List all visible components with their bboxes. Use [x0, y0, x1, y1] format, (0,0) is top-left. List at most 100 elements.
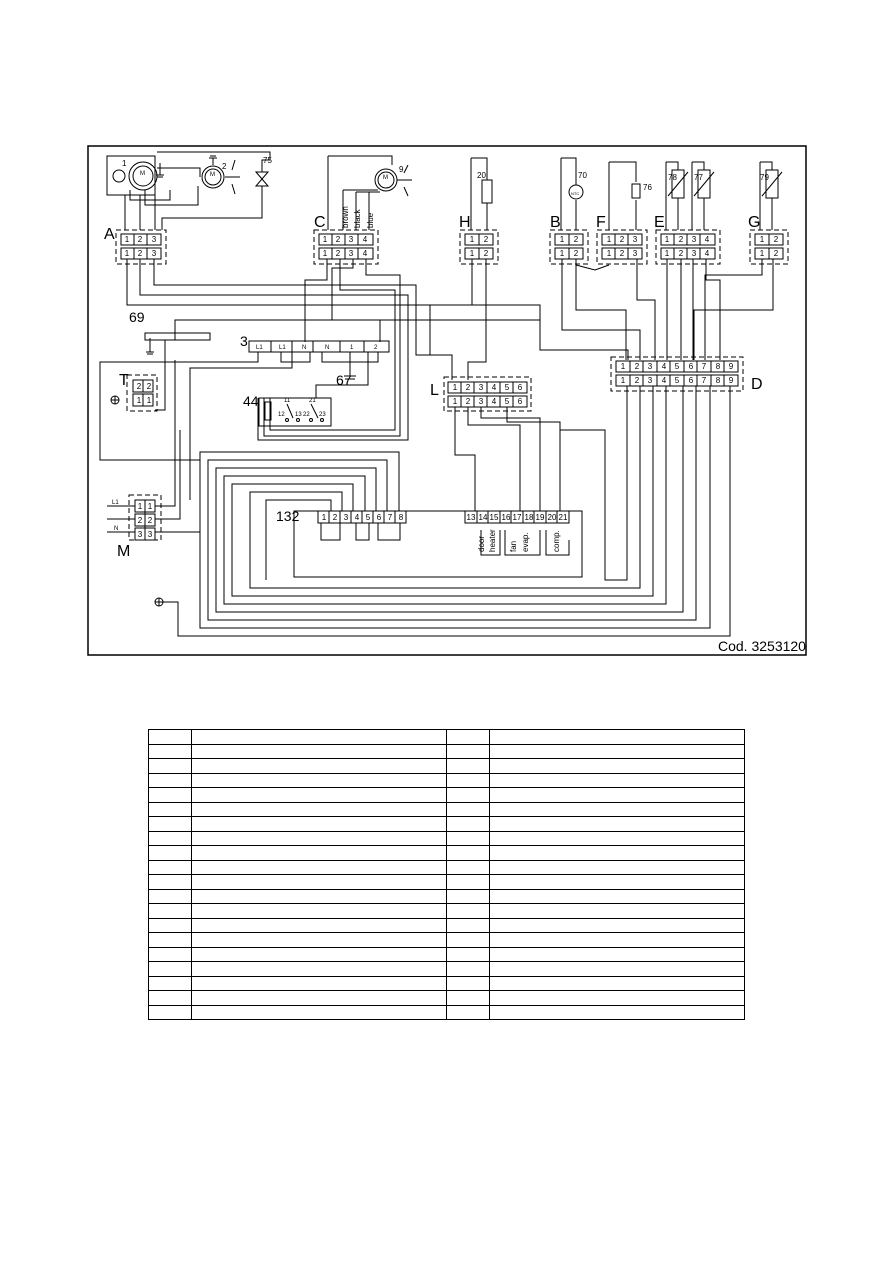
legend-cell — [148, 845, 192, 861]
legend-cell — [489, 743, 745, 759]
sensor-79-symbol — [765, 169, 779, 199]
svg-text:3: 3 — [349, 249, 354, 258]
component-78: 78 — [668, 173, 677, 182]
svg-text:7: 7 — [702, 376, 707, 385]
legend-cell — [489, 830, 745, 846]
legend-cell — [446, 917, 490, 933]
svg-text:4: 4 — [705, 235, 710, 244]
svg-text:1: 1 — [560, 235, 565, 244]
svg-text:4: 4 — [662, 362, 667, 371]
svg-text:2: 2 — [635, 362, 640, 371]
legend-cell — [489, 932, 745, 948]
legend-cell — [489, 961, 745, 977]
connector-label-B: B — [550, 214, 561, 231]
relay-44 — [258, 397, 332, 427]
ground-bar-69 — [144, 332, 211, 341]
legend-cell — [191, 903, 447, 919]
component-77: 77 — [694, 173, 703, 182]
legend-cell — [148, 729, 192, 745]
svg-text:1: 1 — [760, 235, 765, 244]
legend-cell — [489, 845, 745, 861]
component-69: 69 — [129, 309, 145, 325]
legend-row — [148, 743, 745, 759]
board-function-heater: heater — [488, 529, 497, 552]
svg-text:2: 2 — [138, 249, 143, 258]
valve-75-symbol — [254, 171, 270, 187]
controller-board-132 — [293, 510, 583, 578]
svg-text:2: 2 — [484, 249, 489, 258]
legend-cell — [489, 729, 745, 745]
legend-cell — [446, 1004, 490, 1020]
svg-text:3: 3 — [152, 249, 157, 258]
motor-1-symbol — [128, 161, 158, 191]
legend-row — [148, 801, 745, 817]
legend-row — [148, 859, 745, 875]
legend-cell — [191, 932, 447, 948]
legend-cell — [191, 888, 447, 904]
svg-text:3: 3 — [633, 249, 638, 258]
board-function-fan: fan — [509, 541, 518, 552]
legend-row — [148, 990, 745, 1006]
connector-label-A: A — [104, 226, 115, 243]
svg-text:16: 16 — [502, 513, 511, 522]
connector-label-T: T — [119, 372, 129, 389]
connector-label-G: G — [748, 214, 760, 231]
svg-text:2: 2 — [148, 516, 153, 525]
legend-cell — [191, 758, 447, 774]
board-function-comp: comp. — [552, 530, 561, 552]
switch-76-symbol — [631, 183, 641, 199]
relay-label: 23 — [319, 412, 326, 418]
legend-cell — [148, 816, 192, 832]
svg-text:2: 2 — [336, 249, 341, 258]
svg-text:2: 2 — [466, 383, 471, 392]
legend-cell — [446, 816, 490, 832]
legend-cell — [489, 990, 745, 1006]
svg-text:1: 1 — [607, 249, 612, 258]
svg-text:2: 2 — [679, 235, 684, 244]
legend-cell — [489, 917, 745, 933]
legend-cell — [446, 758, 490, 774]
legend-cell — [148, 946, 192, 962]
heater-20-symbol — [481, 179, 493, 204]
component-9: 9 — [399, 165, 404, 174]
terminal-3-label: N — [325, 345, 329, 351]
svg-text:1: 1 — [607, 235, 612, 244]
svg-text:8: 8 — [716, 362, 721, 371]
connector-label-C: C — [314, 214, 326, 231]
legend-cell — [148, 917, 192, 933]
svg-text:2: 2 — [774, 235, 779, 244]
legend-cell — [148, 801, 192, 817]
legend-cell — [446, 830, 490, 846]
legend-row — [148, 932, 745, 948]
legend-row — [148, 772, 745, 788]
svg-text:8: 8 — [716, 376, 721, 385]
legend-cell — [191, 859, 447, 875]
motor-2-label: M — [210, 172, 215, 178]
board-function-evap: evap. — [521, 532, 530, 552]
motor-2-symbol — [201, 165, 225, 189]
component-3: 3 — [240, 333, 248, 349]
svg-text:5: 5 — [675, 362, 680, 371]
legend-row — [148, 845, 745, 861]
svg-text:6: 6 — [689, 376, 694, 385]
component-70: 70 — [578, 171, 587, 180]
svg-text:2: 2 — [679, 249, 684, 258]
legend-cell — [148, 975, 192, 991]
svg-text:1: 1 — [665, 235, 670, 244]
terminal-3-label: 1 — [350, 345, 354, 351]
wire-color-black: black — [353, 208, 362, 228]
component-76: 76 — [643, 183, 652, 192]
component-2: 2 — [222, 162, 227, 171]
svg-text:8: 8 — [399, 513, 404, 522]
svg-text:17: 17 — [513, 513, 522, 522]
legend-row — [148, 946, 745, 962]
terminal-3-label: N — [302, 345, 306, 351]
component-1: 1 — [122, 159, 127, 168]
component-79: 79 — [760, 173, 769, 182]
legend-cell — [148, 830, 192, 846]
legend-row — [148, 1004, 745, 1020]
relay-label: 12 — [278, 412, 285, 418]
legend-cell — [191, 743, 447, 759]
component-20: 20 — [477, 171, 486, 180]
